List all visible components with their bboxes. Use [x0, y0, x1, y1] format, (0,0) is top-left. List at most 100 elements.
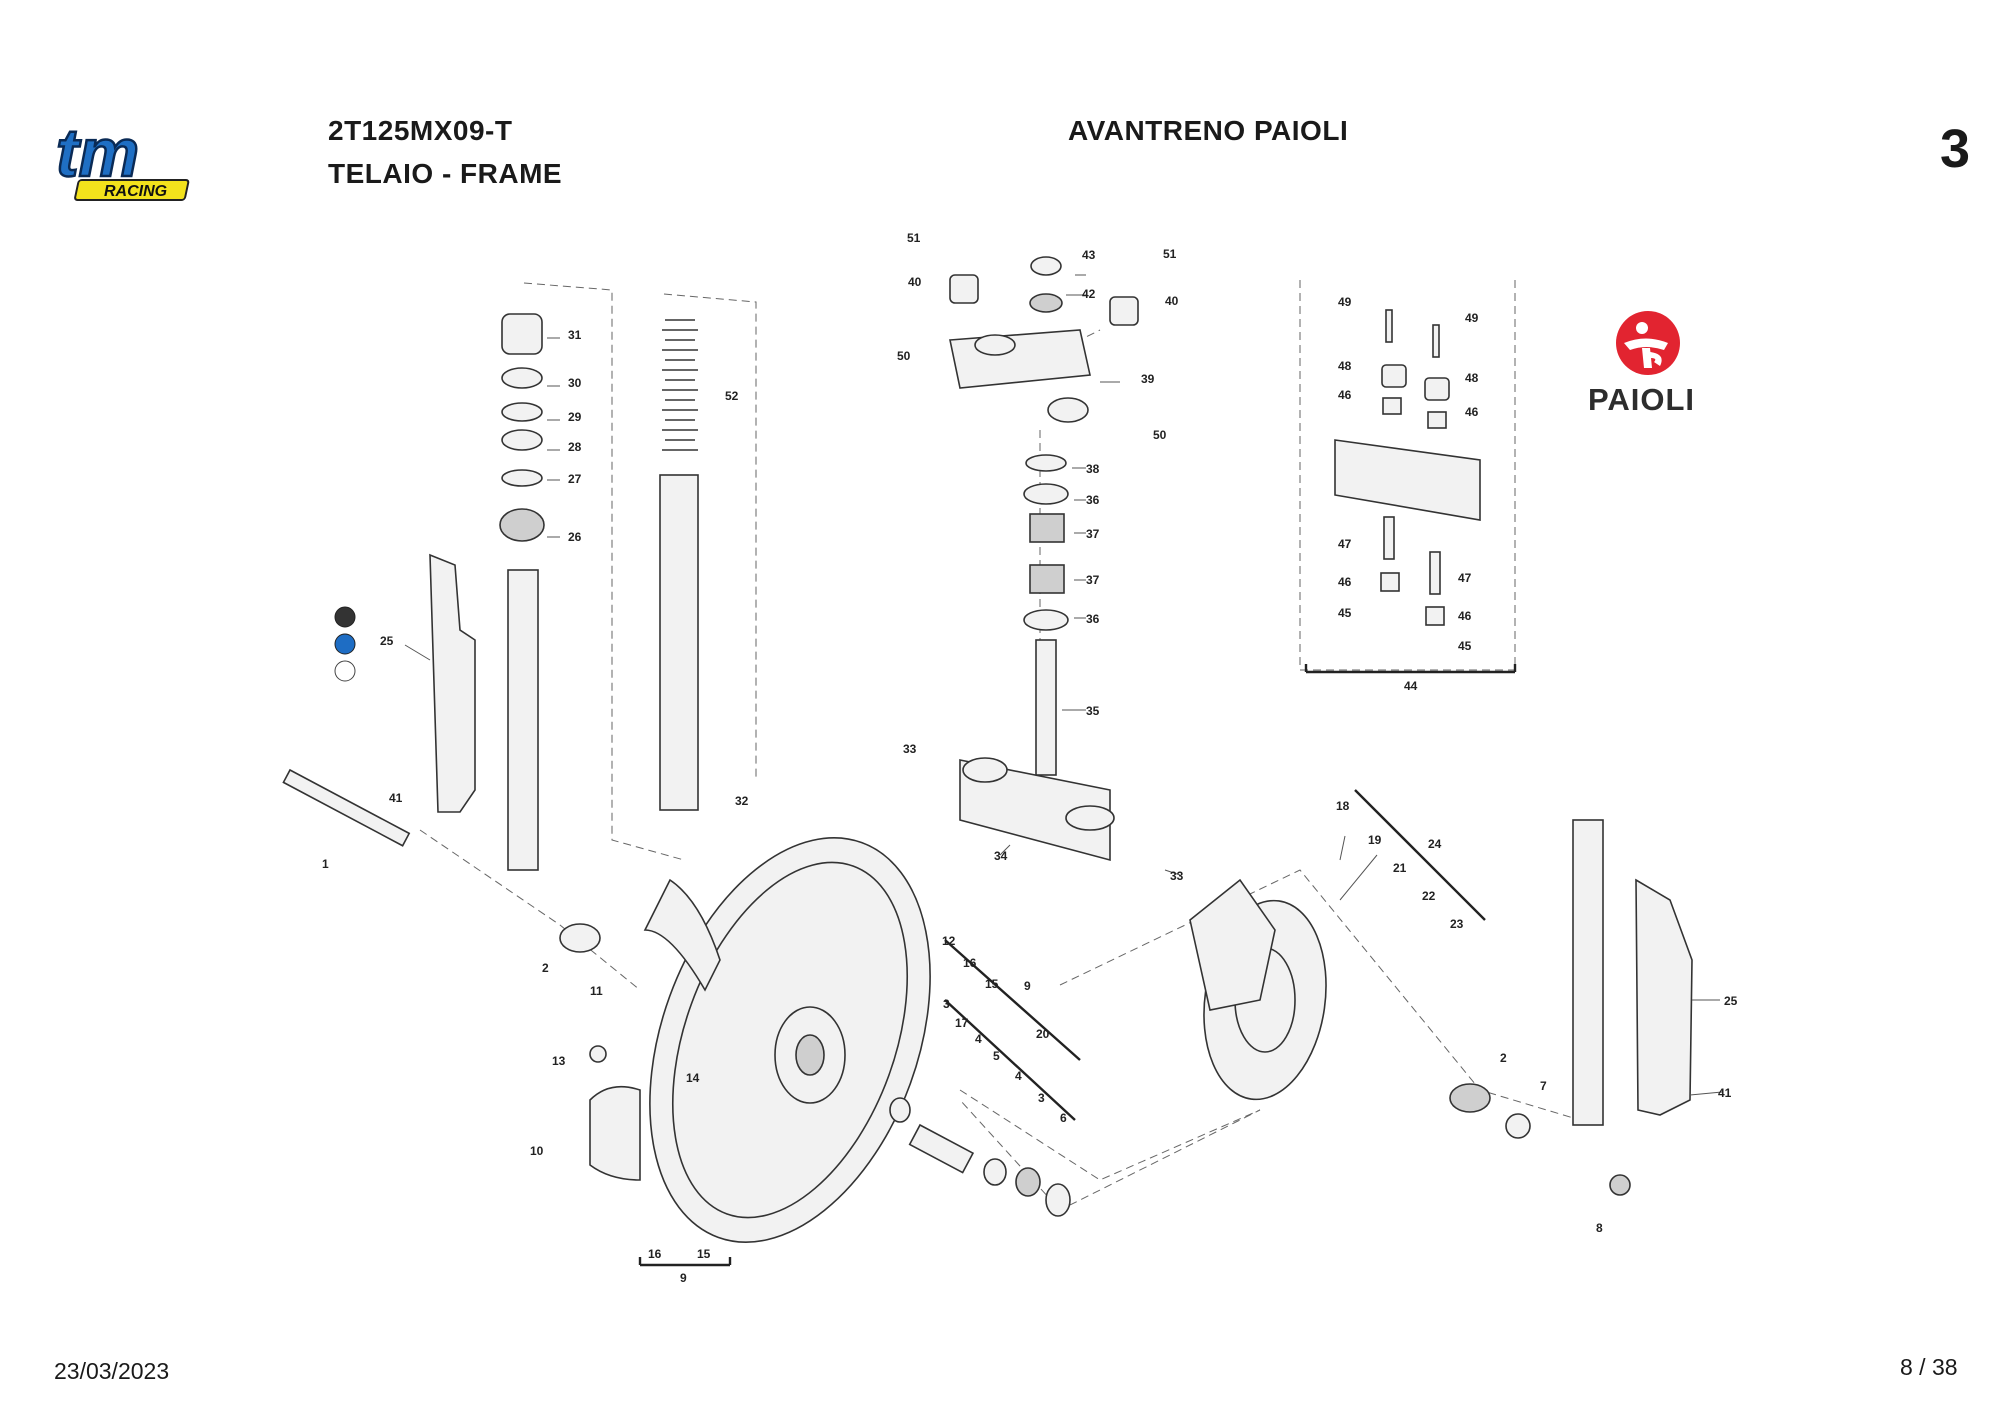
callout-7: 7 — [1540, 1079, 1547, 1093]
part-48-right — [1424, 377, 1450, 401]
bolt-49-left — [1385, 309, 1393, 343]
paioli-wordmark: PAIOLI — [1588, 382, 1696, 417]
print-date: 23/03/2023 — [54, 1358, 170, 1384]
callout-18: 18 — [1336, 799, 1350, 813]
page-counter: 8 / 38 — [1900, 1354, 1958, 1380]
callout-3: 3 — [1038, 1091, 1045, 1105]
callout-1: 1 — [322, 857, 329, 871]
callout-27: 27 — [568, 472, 582, 486]
model-code: 2T125MX09-T — [328, 115, 513, 146]
tm-racing-logo: tm RACING — [55, 118, 190, 201]
nut-42 — [1029, 293, 1063, 313]
callout-38: 38 — [1086, 462, 1100, 476]
callout-16: 16 — [963, 956, 977, 970]
callout-23: 23 — [1450, 917, 1464, 931]
callout-15: 15 — [985, 977, 999, 991]
callout-49: 49 — [1338, 295, 1352, 309]
callout-45: 45 — [1458, 639, 1472, 653]
callout-42: 42 — [1082, 287, 1096, 301]
color-swatch-white — [334, 660, 356, 682]
part-46-c — [1380, 572, 1400, 592]
bracket-9-right — [944, 939, 1081, 1061]
callout-33: 33 — [903, 742, 917, 756]
callout-3: 3 — [943, 997, 950, 1011]
callout-40: 40 — [1165, 294, 1179, 308]
part-46-b — [1427, 411, 1447, 429]
callout-25: 25 — [1724, 994, 1738, 1008]
callout-5: 5 — [993, 1049, 1000, 1063]
callout-40: 40 — [908, 275, 922, 289]
part-27 — [501, 469, 543, 487]
hub-bore — [795, 1034, 825, 1076]
callout-41: 41 — [389, 791, 403, 805]
spacer-5 — [908, 1123, 975, 1174]
bracket-9-bottom — [638, 1257, 732, 1267]
upper-triple-clamp-39 — [949, 329, 1091, 389]
racing-logo-text: RACING — [104, 183, 167, 200]
fork-inner-tube — [659, 474, 699, 811]
part-48-left — [1381, 364, 1407, 388]
callout-32: 32 — [735, 794, 749, 808]
callout-51: 51 — [1163, 247, 1177, 261]
callout-26: 26 — [568, 530, 582, 544]
callout-41: 41 — [1718, 1086, 1732, 1100]
assembly-title: AVANTRENO PAIOLI — [1068, 115, 1349, 146]
callout-labels: 1 2 2 3 3 4 4 5 6 7 8 9 9 10 11 12 13 14… — [322, 231, 1738, 1285]
table-number: 3 — [1940, 119, 1971, 179]
fork-outer-tube-left — [507, 569, 539, 871]
bolt-49-right — [1432, 324, 1440, 358]
callout-46: 46 — [1338, 388, 1352, 402]
fork-cap-31 — [501, 313, 543, 355]
circlip-6 — [1045, 1183, 1071, 1217]
callout-49: 49 — [1465, 311, 1479, 325]
callout-17: 17 — [955, 1016, 969, 1030]
bearing-37-top — [1029, 513, 1065, 543]
bearing-37-bottom — [1029, 564, 1065, 594]
callout-9: 9 — [1024, 979, 1031, 993]
callout-44: 44 — [1404, 679, 1418, 693]
callout-24: 24 — [1428, 837, 1442, 851]
callout-21: 21 — [1393, 861, 1407, 875]
callout-48: 48 — [1465, 371, 1479, 385]
lower-clamp-hole-right — [1065, 805, 1115, 831]
callout-2: 2 — [542, 961, 549, 975]
callout-14: 14 — [686, 1071, 700, 1085]
callout-36: 36 — [1086, 493, 1100, 507]
part-47-left — [1383, 516, 1395, 560]
callout-10: 10 — [530, 1144, 544, 1158]
callout-8: 8 — [1596, 1221, 1603, 1235]
tube-10 — [589, 1085, 641, 1181]
bracket-20 — [944, 999, 1076, 1121]
callout-51: 51 — [907, 231, 921, 245]
color-swatch-blue — [334, 633, 356, 655]
callout-48: 48 — [1338, 359, 1352, 373]
callout-35: 35 — [1086, 704, 1100, 718]
bracket-24 — [1354, 789, 1486, 921]
callout-37: 37 — [1086, 573, 1100, 587]
callout-47: 47 — [1458, 571, 1472, 585]
alt-triple-clamp — [1334, 439, 1481, 521]
callout-37: 37 — [1086, 527, 1100, 541]
lower-triple-clamp-34 — [959, 759, 1111, 862]
bracket-44 — [1304, 664, 1517, 674]
callout-16: 16 — [648, 1247, 662, 1261]
callout-46: 46 — [1458, 609, 1472, 623]
callout-6: 6 — [1060, 1111, 1067, 1125]
callout-4: 4 — [975, 1032, 982, 1046]
part-30 — [501, 367, 543, 389]
disc-carrier-18 — [1189, 878, 1276, 1011]
callout-12: 12 — [942, 934, 956, 948]
callout-25: 25 — [380, 634, 394, 648]
fork-spring — [662, 319, 698, 451]
callout-29: 29 — [568, 410, 582, 424]
callout-13: 13 — [552, 1054, 566, 1068]
part-4-b — [983, 1158, 1007, 1186]
callout-9: 9 — [680, 1271, 687, 1285]
paioli-logo-icon — [1616, 311, 1680, 375]
callout-19: 19 — [1368, 833, 1382, 847]
steering-stem-35 — [1035, 639, 1057, 776]
part-36-top — [1023, 483, 1069, 505]
front-axle — [282, 768, 411, 847]
section-subtitle: TELAIO - FRAME — [328, 158, 563, 189]
